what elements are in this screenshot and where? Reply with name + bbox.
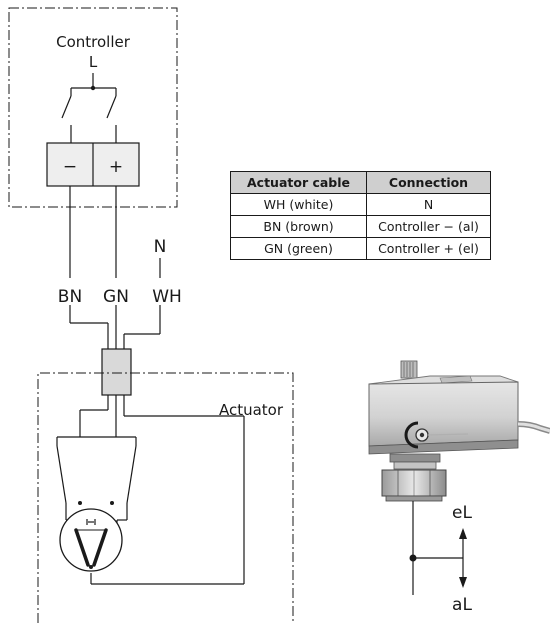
arrow-down-icon xyxy=(459,577,467,588)
neutral-label: N xyxy=(154,237,167,257)
table-row: GN (green) Controller + (el) xyxy=(230,237,491,260)
controller-title: Controller xyxy=(56,33,131,51)
plus-terminal: + xyxy=(109,157,123,177)
stroke-point xyxy=(409,554,417,562)
stroke-indicator xyxy=(412,501,464,595)
minus-terminal: − xyxy=(63,157,77,177)
table-cell: Controller − (al) xyxy=(366,215,491,238)
table-cell: BN (brown) xyxy=(230,215,367,238)
arrow-up-icon xyxy=(459,528,467,539)
connection-table: Actuator cable Connection WH (white) N B… xyxy=(230,171,491,260)
actuator-device-illustration xyxy=(368,360,550,502)
table-row: WH (white) N xyxy=(230,193,491,216)
column-header-connection: Connection xyxy=(366,171,491,194)
wire-label-gn: GN xyxy=(103,287,129,307)
column-header-cable: Actuator cable xyxy=(230,171,367,194)
wire-label-wh: WH xyxy=(152,287,182,307)
motor-symbol xyxy=(59,508,123,572)
controller-boundary xyxy=(8,7,178,208)
actuator-wiring xyxy=(56,395,245,585)
actuator-title: Actuator xyxy=(219,401,284,419)
junction-dot xyxy=(90,85,96,91)
cable-wires xyxy=(69,186,161,349)
table-cell: WH (white) xyxy=(230,193,367,216)
extend-label: eL xyxy=(452,503,472,523)
table-cell: N xyxy=(366,193,491,216)
table-row: BN (brown) Controller − (al) xyxy=(230,215,491,238)
actuator-boundary xyxy=(37,372,294,623)
table-header-row: Actuator cable Connection xyxy=(230,171,491,194)
table-cell: GN (green) xyxy=(230,237,367,260)
wire-label-bn: BN xyxy=(58,287,82,307)
phase-label: L xyxy=(89,53,98,71)
cable-connector xyxy=(101,348,132,396)
retract-label: aL xyxy=(452,595,472,615)
table-cell: Controller + (el) xyxy=(366,237,491,260)
controller-contacts xyxy=(61,73,117,143)
